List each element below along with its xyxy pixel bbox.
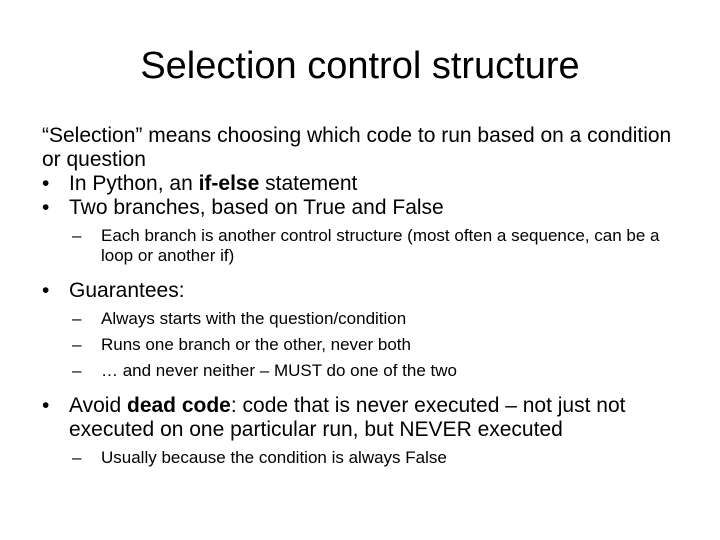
bullet-marker: •: [42, 196, 50, 219]
bullet-text: Guarantees:: [69, 279, 185, 302]
slide-title: Selection control structure: [140, 45, 580, 87]
sub-bullet-text: Runs one branch or the other, never both: [101, 335, 411, 354]
bullet-text-post: : code that is never executed – not just…: [69, 394, 626, 441]
bullet-text-pre: Avoid: [69, 394, 127, 417]
bullet-text-bold: if-else: [198, 172, 260, 195]
dash-marker: –: [72, 226, 82, 245]
dash-marker: –: [72, 309, 82, 328]
intro-paragraph: “Selection” means choosing which code to…: [42, 124, 672, 171]
sub-bullet-guarantee-1: – Always starts with the question/condit…: [72, 309, 682, 329]
bullet-marker: •: [42, 279, 50, 302]
sub-bullet-text: Always starts with the question/conditio…: [101, 309, 407, 328]
bullet-text-post: statement: [259, 172, 358, 195]
sub-bullet-text: Usually because the condition is always …: [101, 448, 447, 467]
dash-marker: –: [72, 361, 82, 380]
dash-marker: –: [72, 335, 82, 354]
bullet-marker: •: [42, 394, 50, 417]
bullet-guarantees: • Guarantees:: [42, 279, 682, 303]
sub-bullet-text: … and never neither – MUST do one of the…: [101, 361, 457, 380]
sub-bullet-text: Each branch is another control structure…: [101, 226, 660, 265]
slide-body: “Selection” means choosing which code to…: [42, 124, 682, 468]
bullet-two-branches: • Two branches, based on True and False: [42, 196, 682, 220]
sub-bullet-guarantee-3: – … and never neither – MUST do one of t…: [72, 361, 682, 381]
bullet-if-else: • In Python, an if-else statement: [42, 172, 682, 196]
dash-marker: –: [72, 448, 82, 467]
bullet-text-pre: In Python, an: [69, 172, 199, 195]
bullet-text: Two branches, based on True and False: [69, 196, 444, 219]
sub-bullet-each-branch: – Each branch is another control structu…: [72, 226, 682, 266]
sub-bullet-dead-code: – Usually because the condition is alway…: [72, 448, 682, 468]
bullet-dead-code: • Avoid dead code: code that is never ex…: [42, 394, 682, 442]
bullet-marker: •: [42, 172, 50, 195]
sub-bullet-guarantee-2: – Runs one branch or the other, never bo…: [72, 335, 682, 355]
bullet-text-bold: dead code: [127, 394, 231, 417]
